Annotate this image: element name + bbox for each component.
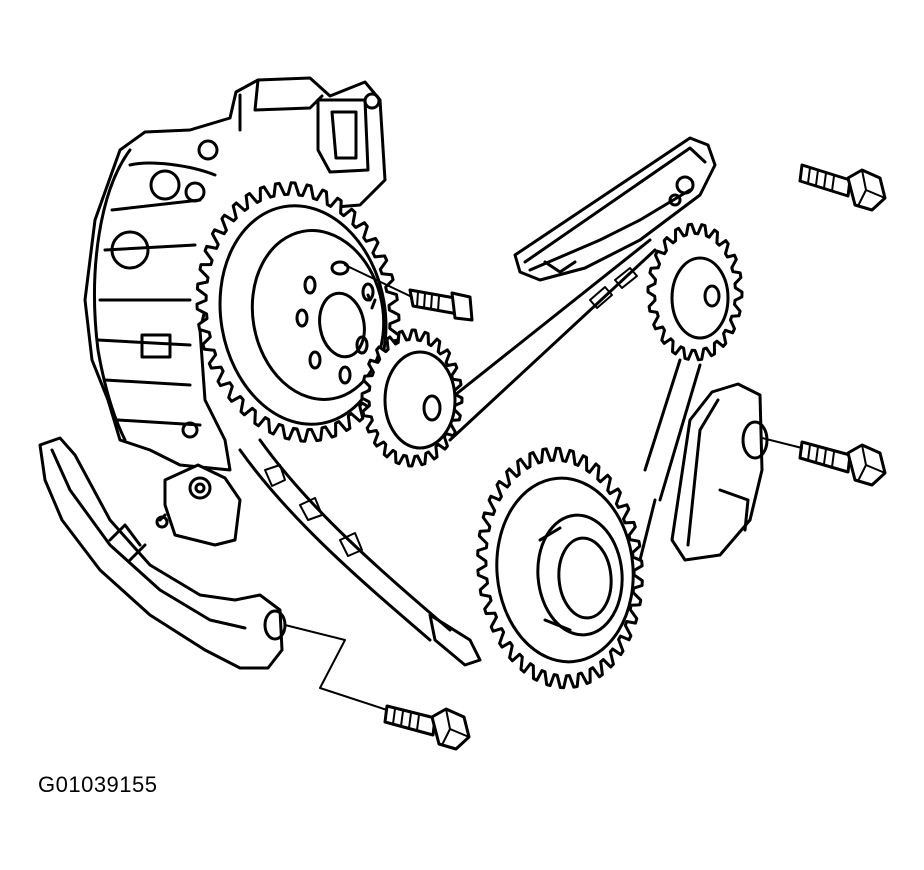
figure-code: G01039155 <box>38 772 158 797</box>
left-chain-guide <box>40 438 285 668</box>
crankshaft-sprocket <box>478 448 643 687</box>
chain-link-detail <box>368 295 375 308</box>
tensioner-bracket <box>157 465 240 545</box>
bolt-sprocket-center <box>345 265 472 320</box>
timing-chain <box>240 240 700 665</box>
camshaft-sprocket <box>197 183 403 441</box>
upper-right-sprocket <box>648 224 742 360</box>
engine-housing <box>85 78 385 470</box>
right-chain-tensioner <box>672 384 767 560</box>
upper-chain-guide <box>515 138 715 280</box>
bolt-left-guide <box>285 625 469 749</box>
intermediate-sprocket <box>362 330 462 466</box>
bolt-right-tensioner <box>762 438 885 485</box>
bolt-upper-guide <box>800 165 885 210</box>
